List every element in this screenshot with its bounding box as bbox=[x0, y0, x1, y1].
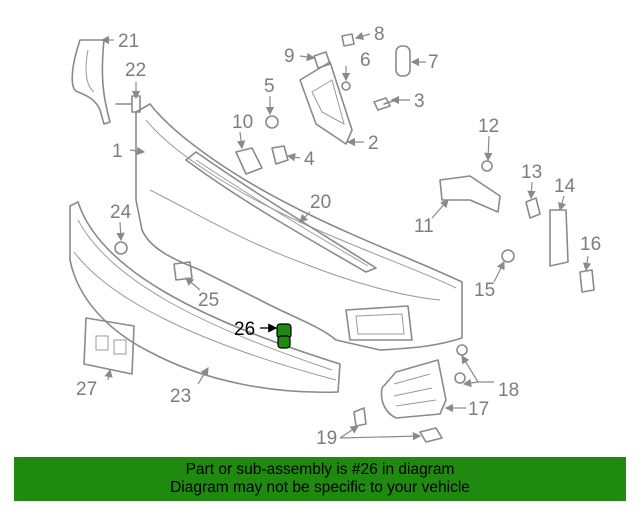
banner-line-disclaimer: Diagram may not be specific to your vehi… bbox=[170, 479, 470, 496]
callout-17: 17 bbox=[468, 399, 489, 420]
callout-14: 14 bbox=[554, 176, 576, 197]
part-14-bracket bbox=[549, 209, 569, 267]
callout-13: 13 bbox=[521, 162, 542, 183]
callout-12: 12 bbox=[478, 116, 499, 137]
part-17-bezel bbox=[380, 359, 447, 419]
callout-24: 24 bbox=[110, 202, 132, 223]
callout-8: 8 bbox=[374, 24, 385, 45]
callout-27: 27 bbox=[76, 379, 97, 400]
callout-3: 3 bbox=[414, 91, 425, 112]
part-7-plate bbox=[395, 45, 411, 77]
part-15-bolt bbox=[501, 249, 515, 263]
callout-9: 9 bbox=[284, 46, 295, 67]
callout-2: 2 bbox=[368, 133, 379, 154]
part-21-shield bbox=[71, 39, 111, 125]
leader-lines bbox=[100, 31, 592, 441]
part-13-clip bbox=[525, 197, 541, 219]
callout-23: 23 bbox=[170, 386, 191, 407]
part-6-washer bbox=[341, 81, 351, 91]
callout-1: 1 bbox=[112, 141, 123, 162]
part-9-nut bbox=[313, 51, 331, 69]
callout-6: 6 bbox=[360, 50, 371, 71]
callout-7: 7 bbox=[428, 52, 439, 73]
part-20-grille-strip bbox=[185, 151, 377, 273]
callout-labels: 21 22 1 2 3 4 5 6 7 8 9 10 11 12 13 14 1… bbox=[76, 24, 601, 449]
callout-22: 22 bbox=[125, 60, 146, 81]
part-8-bolt bbox=[341, 33, 355, 47]
part-2-bracket bbox=[299, 61, 353, 145]
part-25-clip bbox=[173, 261, 193, 281]
part-11-bracket bbox=[439, 175, 501, 213]
callout-20: 20 bbox=[310, 192, 331, 213]
part-22-screw bbox=[115, 95, 141, 113]
part-4-clip bbox=[271, 145, 289, 165]
callout-21: 21 bbox=[118, 31, 139, 52]
part-12-bolt bbox=[481, 160, 493, 172]
callout-19: 19 bbox=[316, 428, 337, 449]
exploded-parts-diagram: 21 22 1 2 3 4 5 6 7 8 9 10 11 12 13 14 1… bbox=[69, 24, 601, 449]
part-26-fastener bbox=[276, 323, 292, 349]
part-10-pad bbox=[235, 147, 263, 175]
part-1-bumper bbox=[135, 103, 463, 351]
callout-11: 11 bbox=[414, 216, 434, 237]
part-19-clips bbox=[353, 407, 443, 443]
part-27-plate-bracket bbox=[83, 317, 135, 375]
part-24-bolt bbox=[114, 241, 128, 255]
callout-16: 16 bbox=[580, 234, 601, 255]
callout-25: 25 bbox=[198, 290, 219, 311]
callout-15: 15 bbox=[474, 280, 495, 301]
part-18-bolts bbox=[454, 344, 468, 384]
callout-10: 10 bbox=[232, 112, 253, 133]
part-16-clip bbox=[579, 269, 595, 293]
callout-5: 5 bbox=[264, 76, 275, 97]
callout-18: 18 bbox=[498, 380, 519, 401]
info-banner: Part or sub-assembly is #26 in diagram D… bbox=[14, 457, 626, 501]
banner-line-part: Part or sub-assembly is #26 in diagram bbox=[185, 461, 455, 478]
part-5-nut bbox=[265, 115, 279, 129]
callout-4: 4 bbox=[304, 149, 315, 170]
callout-26: 26 bbox=[234, 319, 255, 340]
